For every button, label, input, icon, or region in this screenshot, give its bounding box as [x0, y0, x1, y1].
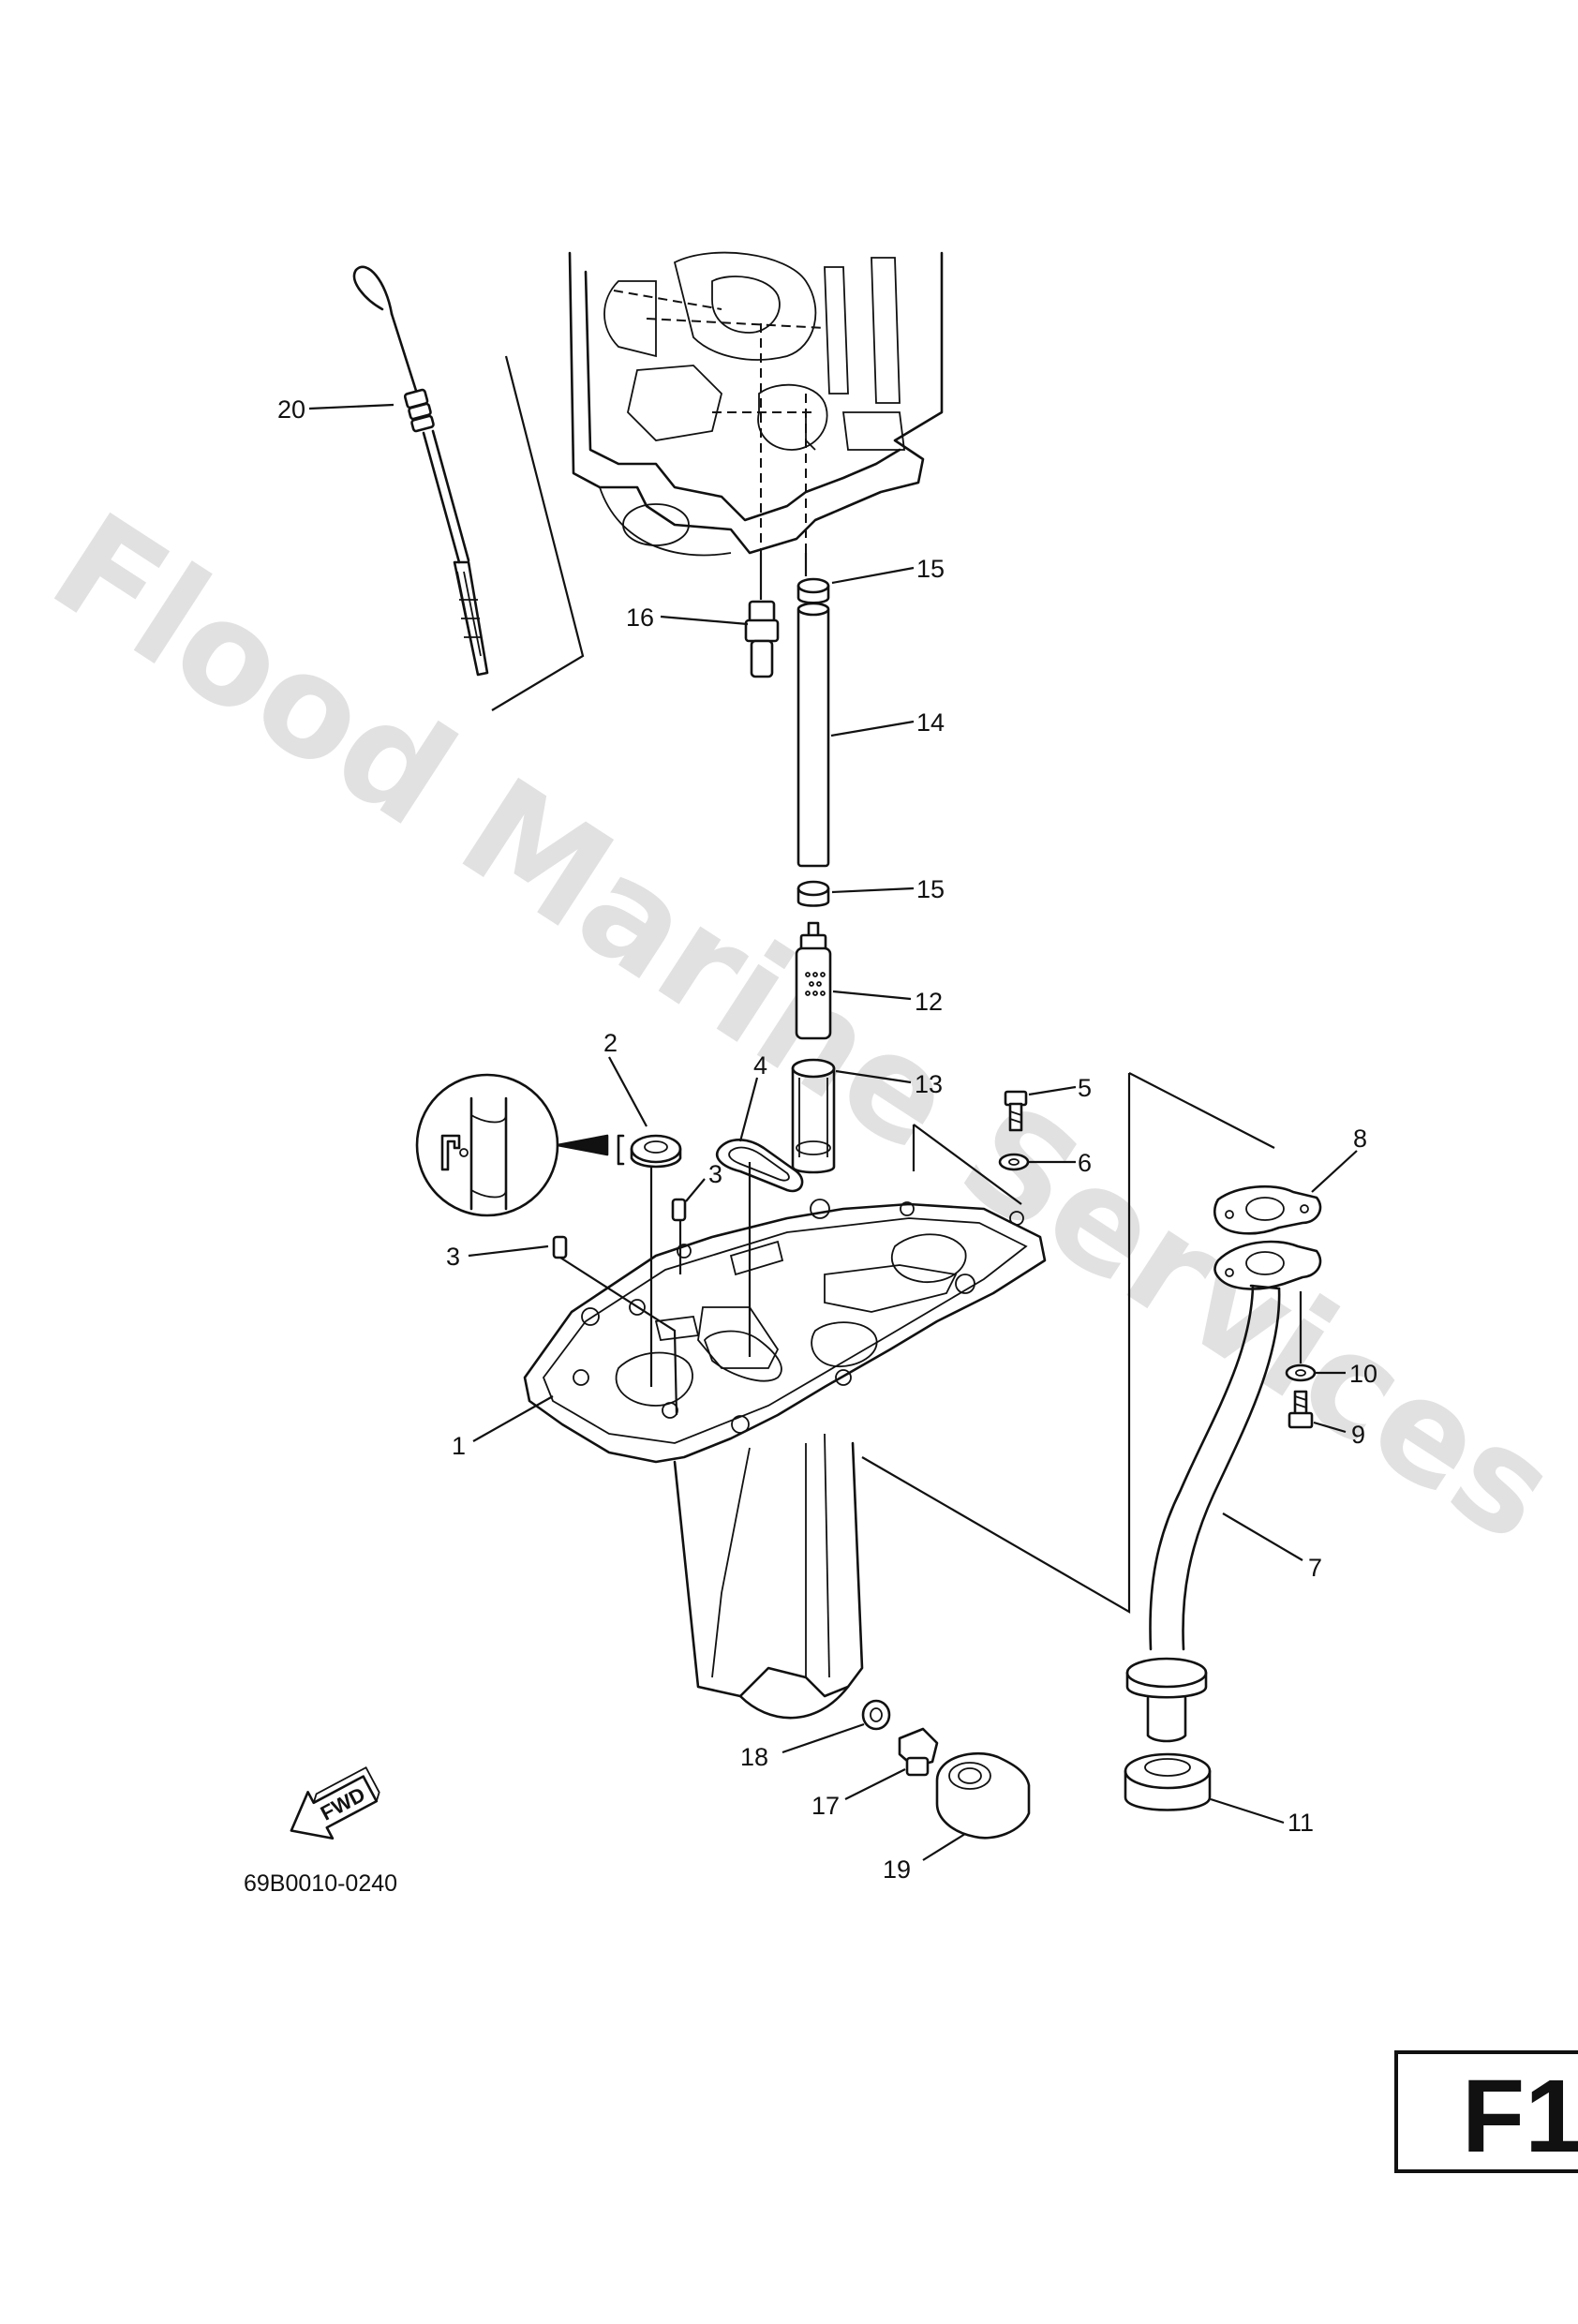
part-16-fitting — [744, 553, 780, 678]
callout-2: 2 — [603, 1029, 618, 1057]
callout-16: 16 — [626, 603, 654, 632]
part-6-washer — [998, 1153, 1030, 1171]
part-10-washer — [1285, 1363, 1317, 1382]
part-15-clip-lower — [796, 880, 830, 907]
part-12-strainer — [795, 921, 832, 1040]
callout-3-a: 3 — [708, 1160, 722, 1188]
callout-20: 20 — [277, 395, 305, 424]
part-2-seal — [617, 1134, 682, 1387]
part-1-upper-casing — [523, 1199, 1047, 1720]
part-11-grommet — [1124, 1752, 1212, 1811]
engine-block-outline — [568, 251, 944, 558]
page-id: F1 — [1462, 2059, 1578, 2174]
callout-19: 19 — [883, 1855, 911, 1884]
callout-17: 17 — [811, 1792, 840, 1820]
part-15-clip-upper — [796, 553, 830, 604]
part-9-bolt — [1288, 1390, 1314, 1429]
forward-arrow-icon: FWD — [290, 1765, 380, 1840]
callout-leaders — [308, 403, 1358, 1861]
callout-3-b: 3 — [446, 1243, 460, 1271]
callout-13: 13 — [915, 1070, 943, 1098]
part-7-cooling-pipe — [1125, 1240, 1322, 1743]
callout-11: 11 — [1288, 1809, 1314, 1837]
callout-labels: 20 16 15 14 15 12 13 2 4 3 3 5 6 8 10 9 … — [277, 395, 1377, 1884]
callout-12: 12 — [915, 988, 943, 1016]
part-8-gasket — [1213, 1184, 1322, 1235]
callout-7: 7 — [1308, 1554, 1322, 1582]
part-3-dowel-pin-b — [552, 1235, 678, 1416]
callout-10: 10 — [1349, 1360, 1377, 1388]
detail-inset — [415, 1073, 609, 1217]
part-4-gasket — [715, 1139, 804, 1357]
callout-8: 8 — [1353, 1125, 1367, 1153]
callout-15-lower: 15 — [916, 875, 945, 903]
callout-9: 9 — [1351, 1421, 1365, 1449]
part-18-washer — [861, 1699, 891, 1731]
part-13-filter-housing — [791, 1058, 836, 1174]
callout-15-upper: 15 — [916, 555, 945, 583]
page-id-box: F1 — [1394, 2050, 1578, 2174]
callout-18: 18 — [740, 1743, 768, 1771]
drawing-code: 69B0010-0240 — [244, 1870, 397, 1897]
callout-5: 5 — [1078, 1074, 1092, 1102]
part-14-tube — [796, 602, 830, 868]
callout-4: 4 — [753, 1051, 767, 1080]
part-3-dowel-pin-a — [671, 1198, 687, 1274]
bolt-bracket — [912, 1124, 1022, 1205]
part-5-bolt — [1004, 1090, 1028, 1132]
part-17-drain-plug — [898, 1727, 939, 1777]
callout-6: 6 — [1078, 1149, 1092, 1177]
callout-1: 1 — [452, 1432, 466, 1460]
dipstick-assembly-bracket — [491, 355, 585, 711]
part-19-grommet — [935, 1751, 1031, 1840]
cooling-pipe-bracket — [861, 1072, 1275, 1614]
dipstick — [352, 265, 489, 677]
callout-14: 14 — [916, 708, 945, 737]
